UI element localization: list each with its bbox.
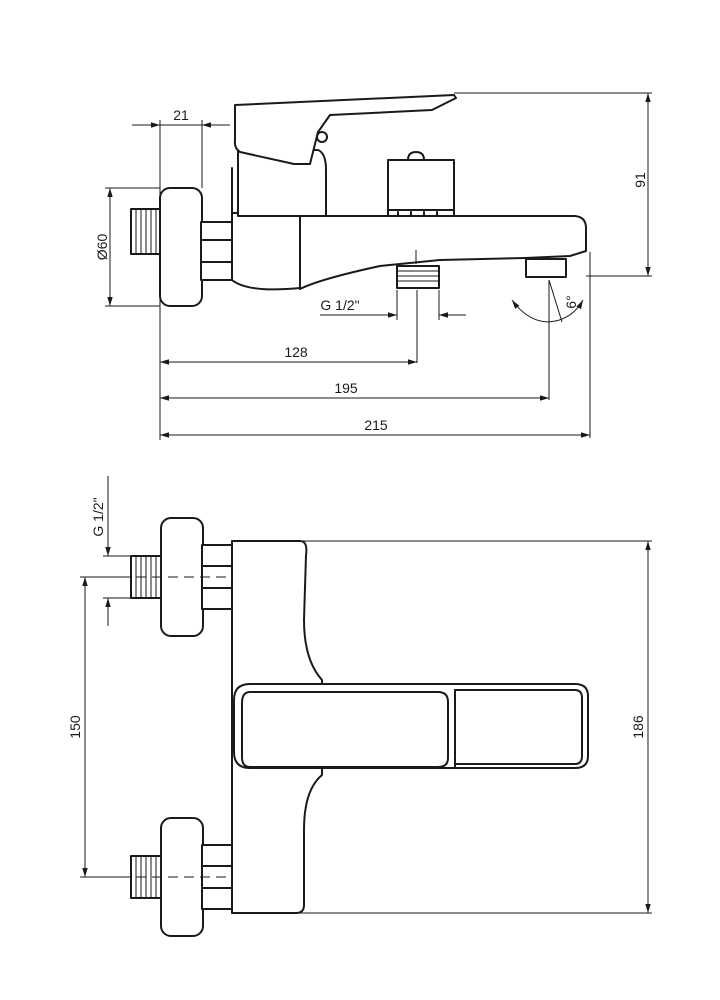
top-lever-spout [233,683,589,769]
dim-label-o60: Ø60 [94,234,110,261]
top-view-dimensions: G 1/2" 150 186 [67,476,652,914]
side-wall-rosette [159,187,203,307]
side-view [130,94,587,307]
side-inlet-thread [130,208,162,255]
side-diverter-knob [387,151,455,217]
side-lever-handle [233,94,457,165]
side-aerator [525,258,567,278]
dim-label-215: 215 [364,417,388,433]
dim-label-186: 186 [630,715,646,739]
dim-label-21: 21 [173,107,189,123]
side-lever-pivot [316,131,328,143]
side-view-dimensions: 21 Ø60 G 1/2" 128 195 215 91 6° [94,92,652,440]
dim-label-angle: 6° [563,295,579,308]
side-spout [299,215,587,290]
top-lever-inner [241,691,449,768]
dim-angle-arc [511,299,584,323]
side-shower-outlet [396,265,440,289]
top-view [120,517,589,937]
side-lever-housing [237,149,327,217]
dim-label-128: 128 [284,344,308,360]
dim-label-91: 91 [632,172,648,188]
dim-label-195: 195 [334,380,358,396]
dim-label-150: 150 [67,715,83,739]
dim-label-g12-side: G 1/2" [320,297,359,313]
dim-label-g12-top: G 1/2" [90,497,106,536]
side-hex-nut [200,221,234,281]
